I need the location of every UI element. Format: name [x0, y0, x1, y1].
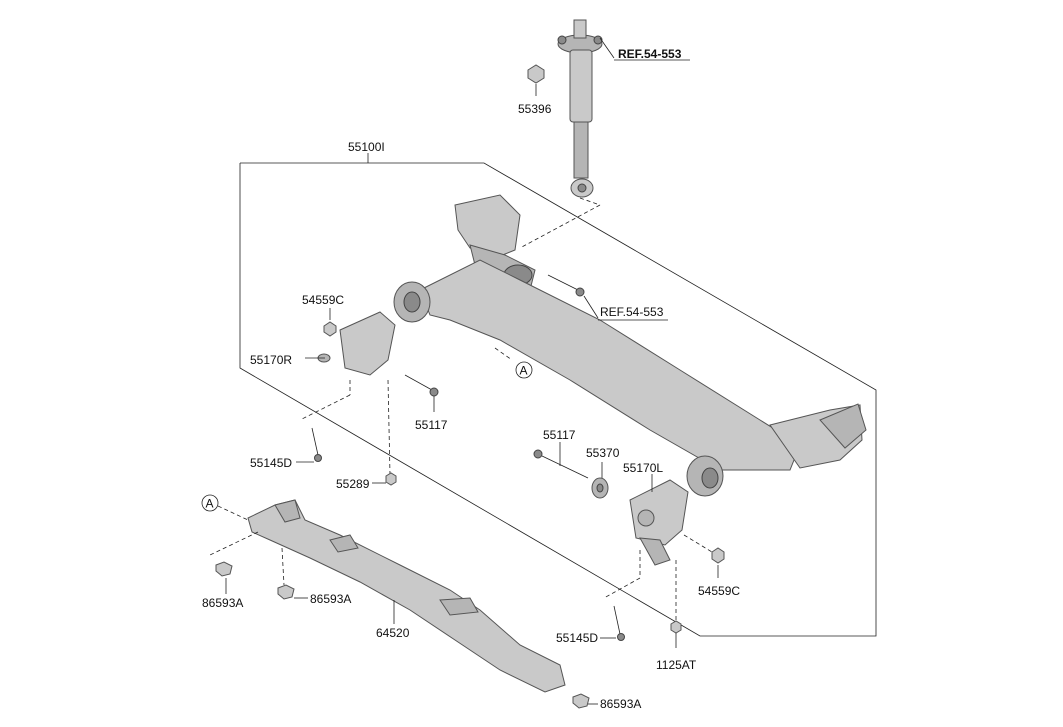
marker-a-mid-circle: [515, 361, 533, 379]
clip-86593a-2: [277, 584, 295, 600]
label-86593a-1: 86593A: [202, 596, 243, 610]
bolt-ref-mid: [547, 274, 585, 297]
bolt-1125at: [670, 620, 682, 648]
bolt-55145d-right: [603, 550, 641, 641]
label-64520: 64520: [376, 626, 410, 640]
label-55100i: 55100I: [348, 140, 385, 154]
bolt-55117-left: [404, 374, 439, 412]
bolt-55117-right: [533, 442, 589, 479]
bracket-55170r: [317, 311, 396, 376]
label-55117-left: 55117: [415, 418, 448, 432]
heat-shield-64520: [247, 499, 566, 693]
label-55117-right: 55117: [543, 428, 576, 442]
label-55289: 55289: [336, 477, 370, 491]
bolt-55145d-left: [299, 380, 351, 462]
marker-a-left-circle: [201, 494, 219, 512]
nut-54559c-right: [711, 547, 725, 564]
label-86593a-3: 86593A: [600, 697, 641, 711]
label-55145d-right: 55145D: [556, 631, 598, 645]
label-55145d-left: 55145D: [250, 456, 292, 470]
label-54559c-left: 54559C: [302, 293, 344, 307]
ref-label-mid: REF.54-553: [600, 305, 664, 319]
shock-absorber: [557, 19, 603, 198]
clip-86593a-3: [572, 693, 590, 709]
marker-a-mid: A: [520, 364, 528, 378]
label-1125at: 1125AT: [656, 658, 697, 672]
label-86593a-2: 86593A: [310, 592, 351, 606]
marker-a-left: A: [206, 497, 214, 511]
label-55170l: 55170L: [623, 461, 663, 475]
label-54559c-right: 54559C: [698, 584, 740, 598]
label-55396: 55396: [518, 102, 552, 116]
washer-55370: [591, 462, 609, 499]
bracket-55170l: [629, 479, 689, 566]
clip-86593a-1: [215, 561, 233, 594]
nut-55289: [385, 472, 397, 486]
label-55370: 55370: [586, 446, 620, 460]
assembly-outline: [239, 153, 877, 637]
torsion-beam-axle: [393, 194, 867, 497]
ref-label-top: REF.54-553: [618, 47, 682, 61]
nut-55396: [527, 64, 545, 96]
label-55170r: 55170R: [250, 353, 292, 367]
